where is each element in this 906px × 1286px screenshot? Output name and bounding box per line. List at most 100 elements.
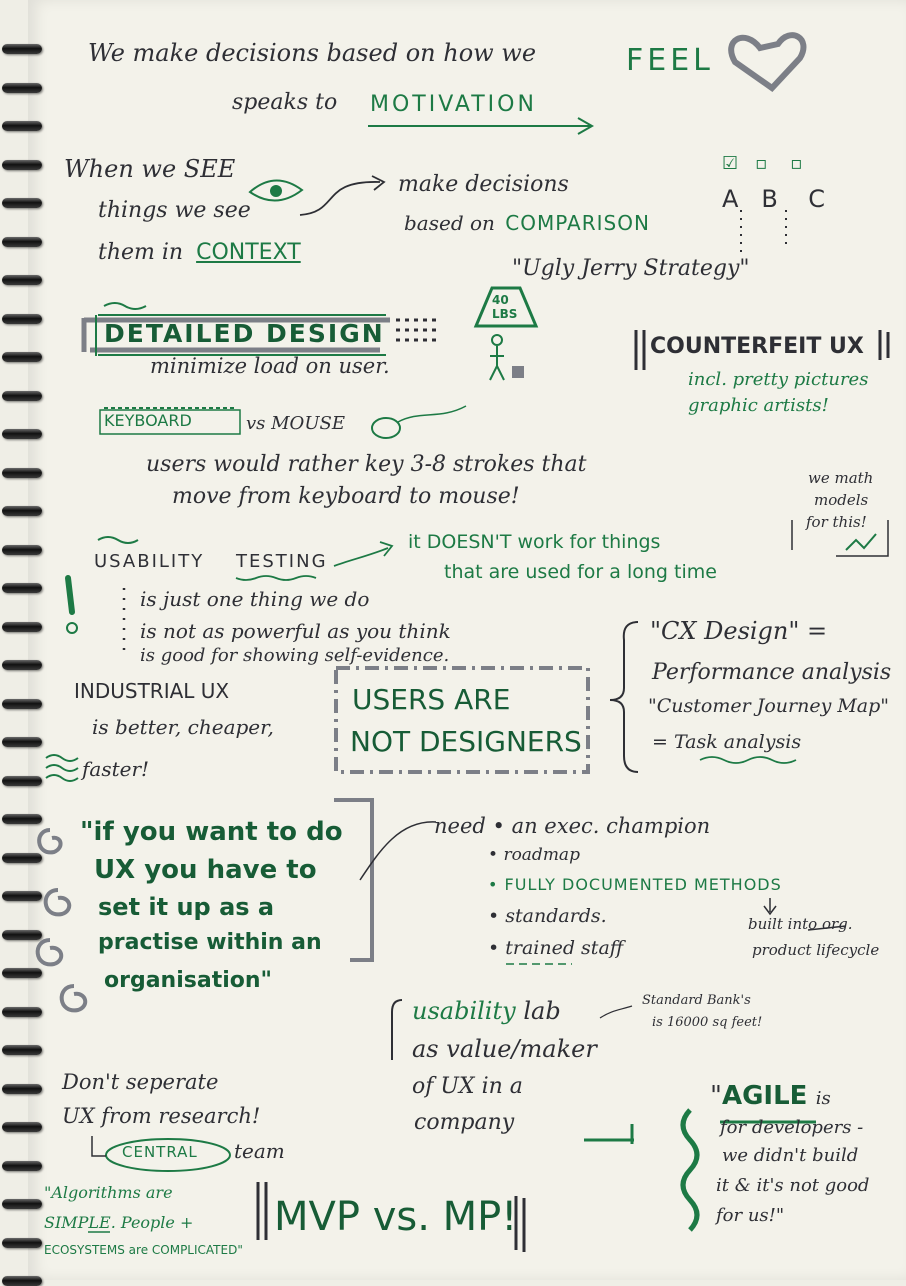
spiral-ring <box>2 544 42 555</box>
spiral-ring <box>2 660 42 670</box>
spiral-ring <box>2 891 42 901</box>
spiral-ring <box>2 583 42 593</box>
comparison-word: COMPARISON <box>505 211 650 235</box>
industrial-2: is better, cheaper, <box>92 715 274 739</box>
standard-bank-2: is 16000 sq feet! <box>652 1015 763 1030</box>
usability-point-1: is just one thing we do <box>140 587 370 611</box>
see-line-2: things we see <box>98 198 251 223</box>
stick-figure-icon <box>489 346 505 381</box>
spiral-ring <box>2 929 42 940</box>
need-item-standards: • standards. <box>488 905 607 927</box>
minimize-load: minimize load on user. <box>150 354 390 378</box>
spiral-ring <box>2 698 42 709</box>
feel-line: We make decisions based on how we <box>88 39 537 67</box>
spiral-ring <box>2 852 42 863</box>
exclamation-icon <box>65 575 75 615</box>
standard-bank-1: Standard Bank's <box>642 993 751 1008</box>
dont-separate-2: UX from research! <box>62 1104 261 1128</box>
journey-1: "Customer Journey Map" <box>648 695 890 717</box>
swirl-decoration <box>35 828 88 1013</box>
decide-line-2: based on COMPARISON <box>404 211 650 235</box>
spiral-ring <box>2 121 42 131</box>
quote-line-5: organisation" <box>104 968 272 993</box>
cx-design-1: "CX Design" = <box>650 617 828 645</box>
agile-line-2: for developers - <box>720 1117 864 1138</box>
abc-row: A B C <box>722 185 826 213</box>
algorithms-3: ECOSYSTEMS are COMPLICATED" <box>44 1243 243 1257</box>
spiral-ring <box>2 275 42 285</box>
vs-mouse: vs MOUSE <box>246 413 345 434</box>
quote-line-1: "if you want to do <box>80 817 343 847</box>
spiral-ring <box>2 1160 42 1171</box>
spiral-ring <box>2 968 42 978</box>
decide-line-1: make decisions <box>398 172 569 197</box>
doesnt-work-1: it DOESN'T work for things <box>408 531 661 553</box>
spiral-ring <box>2 1083 42 1094</box>
spiral-ring <box>2 236 42 247</box>
keystrokes-line-1: users would rather key 3-8 strokes that <box>146 452 587 477</box>
agile-line-3: we didn't build <box>722 1145 859 1166</box>
keyboard-label: KEYBOARD <box>104 411 192 430</box>
need-item-staff: • trained staff <box>488 937 624 959</box>
industrial-3: faster! <box>82 757 150 781</box>
usability-point-2: is not as powerful as you think <box>140 619 451 643</box>
motivation-word: MOTIVATION <box>370 92 537 117</box>
feel-word: FEEL <box>626 43 714 78</box>
spiral-ring <box>2 198 42 208</box>
spiral-ring <box>2 506 42 516</box>
ugly-jerry: "Ugly Jerry Strategy" <box>512 256 750 281</box>
testing-label: TESTING <box>236 551 328 572</box>
checkbox-icon: ☑ ▫ ▫ <box>722 153 803 174</box>
spiral-ring <box>2 775 42 786</box>
spiral-ring <box>2 44 42 54</box>
mvp-heading: MVP vs. MP! <box>274 1194 518 1240</box>
need-item-methods: • FULLY DOCUMENTED METHODS <box>488 875 782 894</box>
team-label: team <box>234 1139 285 1163</box>
industrial-1: INDUSTRIAL UX <box>74 679 230 703</box>
usability-point-3: is good for showing self-evidence. <box>140 645 450 666</box>
spiral-ring <box>2 390 42 401</box>
algorithms-1: "Algorithms are <box>44 1183 173 1202</box>
detailed-design-heading: DETAILED DESIGN <box>104 319 385 348</box>
dont-separate-1: Don't seperate <box>62 1070 219 1094</box>
spiral-ring <box>2 1122 42 1132</box>
spiral-ring <box>2 1045 42 1055</box>
algorithms-2: SIMPLE. People + <box>44 1213 194 1232</box>
spiral-ring <box>2 159 42 170</box>
central-label: CENTRAL <box>122 1143 198 1161</box>
usability-lab-3: of UX in a <box>412 1074 523 1099</box>
math-models-1: we math <box>808 469 874 487</box>
spiral-ring <box>2 621 42 632</box>
users-not-designers-1: USERS ARE <box>352 683 511 716</box>
quote-line-2: UX you have to <box>94 855 317 885</box>
heart-icon <box>728 32 807 92</box>
spiral-ring <box>2 1006 42 1017</box>
usability-lab-4: company <box>414 1110 515 1135</box>
usability-lab-2: as value/maker <box>412 1035 597 1063</box>
math-models-2: models <box>814 491 869 509</box>
spiral-ring <box>2 1237 42 1248</box>
spiral-ring <box>2 1199 42 1209</box>
eye-icon <box>248 179 304 202</box>
quote-line-3: set it up as a <box>98 893 275 921</box>
spiral-ring <box>2 352 42 362</box>
context-word: CONTEXT <box>196 240 301 265</box>
math-models-3: for this! <box>806 513 867 531</box>
built-into-2: product lifecycle <box>752 941 880 959</box>
agile-line-5: for us!" <box>716 1205 785 1226</box>
users-not-designers-2: NOT DESIGNERS <box>350 725 582 758</box>
spiral-ring <box>2 429 42 439</box>
agile-line-4: it & it's not good <box>716 1175 870 1196</box>
spiral-ring <box>2 82 42 93</box>
spiral-ring <box>2 814 42 824</box>
need-line: need • an exec. champion <box>434 814 711 838</box>
counterfeit-sub-2: graphic artists! <box>688 395 829 416</box>
spiral-ring <box>2 313 42 324</box>
quote-line-4: practise within an <box>98 930 322 955</box>
spiral-ring <box>2 737 42 747</box>
keystrokes-line-2: move from keyboard to mouse! <box>172 484 520 509</box>
usability-lab-1: usability lab <box>412 997 561 1025</box>
sketchnote-page <box>28 0 906 1280</box>
